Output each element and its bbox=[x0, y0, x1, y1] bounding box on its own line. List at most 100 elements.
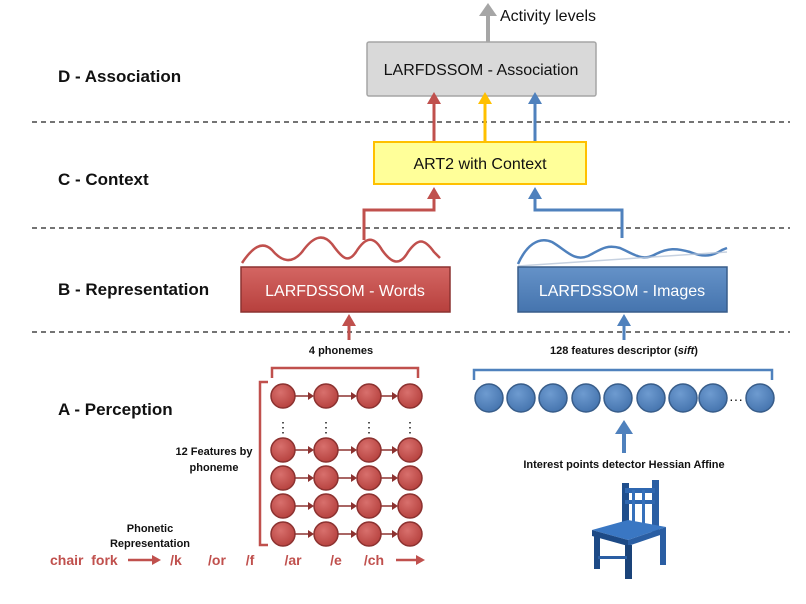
interest-points-label: Interest points detector Hessian Affine bbox=[523, 459, 724, 471]
phoneme-feature-node bbox=[397, 521, 423, 547]
phoneme-feature-node bbox=[397, 437, 423, 463]
arrow-words-to-context bbox=[362, 198, 436, 240]
layer-label-context: C - Context bbox=[58, 170, 149, 189]
arrow-blue-to-association-head bbox=[528, 92, 542, 104]
phoneme-feature-node bbox=[356, 465, 382, 491]
output-label: Activity levels bbox=[500, 8, 596, 25]
phoneme-link-head bbox=[308, 392, 314, 400]
layer-label-representation: B - Representation bbox=[58, 280, 209, 299]
arrow-sift-to-images-head bbox=[617, 314, 631, 326]
arrow-phonemes-to-words-head bbox=[342, 314, 356, 326]
phoneme-feature-node bbox=[356, 493, 382, 519]
arrow-yellow-to-association-head bbox=[478, 92, 492, 104]
phonemes-label: 4 phonemes bbox=[309, 345, 373, 357]
sift-bracket bbox=[472, 368, 774, 380]
sift-label: 128 features descriptor (sift) bbox=[550, 345, 698, 357]
phoneme-feature-node bbox=[270, 521, 296, 547]
phoneme-feature-node bbox=[313, 437, 339, 463]
sift-feature-row bbox=[474, 383, 775, 413]
phoneme-link-head bbox=[308, 502, 314, 510]
phoneme-feature-node bbox=[356, 521, 382, 547]
phoneme-feature-node bbox=[313, 465, 339, 491]
phoneme-link-head bbox=[351, 392, 357, 400]
words-box bbox=[240, 266, 451, 313]
phoneme-feature-grid: ⋮ ⋮ ⋮ ⋮ bbox=[270, 383, 423, 547]
sift-feature-node bbox=[474, 383, 504, 413]
output-arrow-head bbox=[479, 3, 497, 16]
phoneme-link-head bbox=[392, 474, 398, 482]
arrow-images-to-context-head bbox=[528, 187, 542, 199]
phonemes-bracket bbox=[270, 366, 420, 378]
phoneme-link-head bbox=[351, 530, 357, 538]
arrow-words-to-context-head bbox=[427, 187, 441, 199]
phonetic-tokens: /k/or/f/ar/e/ch bbox=[170, 552, 384, 568]
phoneme-feature-node bbox=[397, 493, 423, 519]
vertical-ellipsis: ⋮ bbox=[403, 419, 417, 435]
words-box-label: LARFDSSOM - Words bbox=[265, 283, 425, 300]
phoneme-feature-node bbox=[313, 493, 339, 519]
phoneme-feature-node bbox=[270, 437, 296, 463]
sift-feature-node bbox=[698, 383, 728, 413]
phoneme-link-head bbox=[308, 530, 314, 538]
phoneme-feature-node bbox=[356, 437, 382, 463]
images-box-label: LARFDSSOM - Images bbox=[539, 283, 705, 300]
images-activity-wave-shadow bbox=[517, 251, 728, 267]
context-box bbox=[373, 141, 587, 185]
features-by-phoneme-label-1: 12 Features by bbox=[175, 446, 253, 458]
arrow-images-to-context bbox=[533, 198, 624, 238]
sift-feature-node bbox=[745, 383, 775, 413]
phoneme-link-head bbox=[308, 474, 314, 482]
phonetic-token: /e bbox=[330, 552, 342, 568]
phoneme-link-head bbox=[392, 530, 398, 538]
phoneme-link-head bbox=[308, 446, 314, 454]
phonetic-arrow-1-head bbox=[152, 555, 161, 565]
phonetic-arrow-2-head bbox=[416, 555, 425, 565]
phoneme-link-head bbox=[351, 446, 357, 454]
phonetic-token: /ch bbox=[364, 552, 384, 568]
phonetic-token: /f bbox=[246, 552, 255, 568]
images-box bbox=[517, 266, 728, 313]
vertical-ellipsis: ⋮ bbox=[362, 419, 376, 435]
association-box-label: LARFDSSOM - Association bbox=[384, 62, 579, 79]
phoneme-link-head bbox=[351, 474, 357, 482]
phoneme-link-head bbox=[392, 502, 398, 510]
phoneme-feature-node bbox=[270, 493, 296, 519]
phonetic-label-2: Representation bbox=[110, 538, 190, 550]
words-activity-wave bbox=[240, 236, 441, 264]
vertical-ellipsis: ⋮ bbox=[319, 419, 333, 435]
phonetic-words: chair fork bbox=[50, 552, 118, 568]
phoneme-feature-node bbox=[397, 383, 423, 409]
vertical-ellipsis: ⋮ bbox=[276, 419, 290, 435]
phoneme-feature-node bbox=[356, 383, 382, 409]
association-box bbox=[366, 41, 597, 97]
sift-feature-node bbox=[603, 383, 633, 413]
phoneme-feature-node bbox=[397, 465, 423, 491]
phoneme-feature-node bbox=[270, 383, 296, 409]
sift-ellipsis: ··· bbox=[729, 391, 743, 407]
phonetic-label-1: Phonetic bbox=[127, 523, 173, 535]
phoneme-link-head bbox=[351, 502, 357, 510]
phoneme-feature-node bbox=[313, 383, 339, 409]
phoneme-link-head bbox=[392, 392, 398, 400]
features-bracket bbox=[258, 380, 268, 547]
layer-label-association: D - Association bbox=[58, 67, 181, 86]
chair-image bbox=[592, 480, 666, 579]
phoneme-feature-node bbox=[313, 521, 339, 547]
layer-label-perception: A - Perception bbox=[58, 400, 173, 419]
sift-feature-node bbox=[538, 383, 568, 413]
features-by-phoneme-label-2: phoneme bbox=[190, 462, 239, 474]
phonetic-token: /or bbox=[208, 552, 226, 568]
phonetic-token: /k bbox=[170, 552, 182, 568]
phoneme-link-head bbox=[392, 446, 398, 454]
sift-feature-node bbox=[571, 383, 601, 413]
arrow-chair-to-detector-head bbox=[615, 420, 633, 434]
sift-feature-node bbox=[636, 383, 666, 413]
images-activity-wave bbox=[516, 239, 728, 265]
phonetic-token: /ar bbox=[284, 552, 302, 568]
sift-feature-node bbox=[506, 383, 536, 413]
context-box-label: ART2 with Context bbox=[413, 156, 547, 173]
sift-feature-node bbox=[668, 383, 698, 413]
phoneme-feature-node bbox=[270, 465, 296, 491]
arrow-red-to-association-head bbox=[427, 92, 441, 104]
